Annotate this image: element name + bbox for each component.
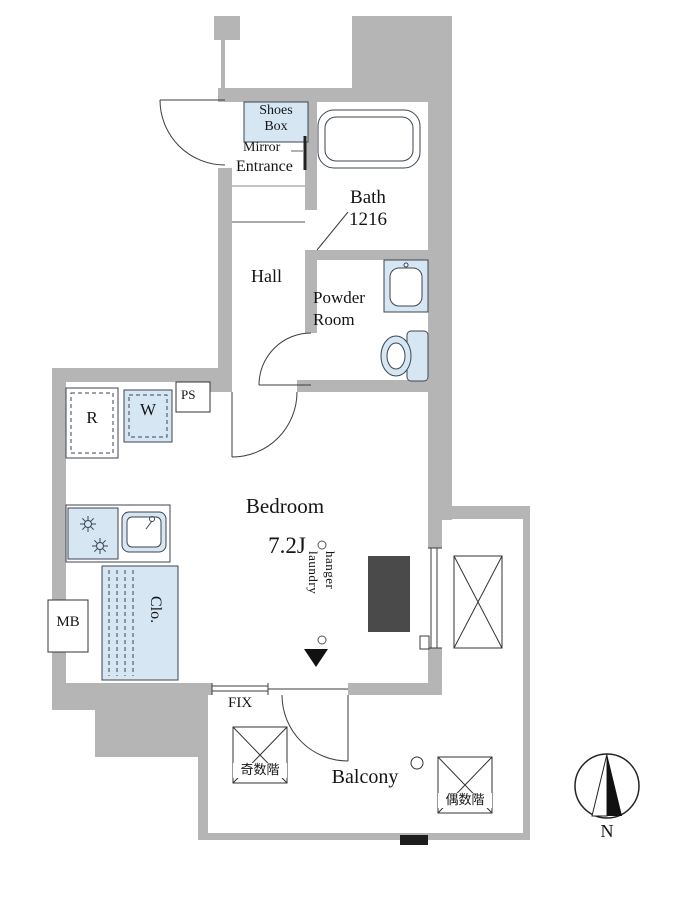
toilet xyxy=(380,330,429,382)
entrance-label: Entrance xyxy=(236,158,293,175)
mirror xyxy=(291,136,307,170)
powder-room-label: Powder Room xyxy=(313,288,365,330)
hatch-box-right xyxy=(453,555,503,649)
north-label: N xyxy=(600,821,614,841)
washbasin xyxy=(383,259,429,313)
pipe-space-label: PS xyxy=(181,387,196,402)
balcony-label: Balcony xyxy=(331,766,399,788)
kitchen-sink xyxy=(121,511,167,553)
washer-label: W xyxy=(139,400,157,419)
closet-label: Clo. xyxy=(146,596,164,624)
fix-window xyxy=(211,683,269,695)
bedroom-label: Bedroom xyxy=(245,494,325,518)
walls xyxy=(52,16,530,840)
stove xyxy=(67,507,119,560)
hall-door-arc xyxy=(231,391,298,458)
shoes-box-label: Shoes Box xyxy=(259,103,293,134)
stove-burner-icon xyxy=(91,537,109,555)
meter-box xyxy=(47,599,89,653)
shoes-box xyxy=(243,101,309,143)
stove-burner-icon xyxy=(79,515,97,533)
fix-window-label: FIX xyxy=(228,695,253,711)
even-floor-hatch-label: 偶数階 xyxy=(438,792,492,808)
refrigerator-label: R xyxy=(86,408,98,427)
bathtub xyxy=(317,109,421,169)
mirror-label: Mirror xyxy=(243,140,281,155)
bedroom-size-label: 7.2J xyxy=(268,533,306,558)
balcony-faucet-icon xyxy=(410,756,424,770)
balcony-door-arc xyxy=(268,688,349,762)
meter-box-label: MB xyxy=(56,614,80,630)
ps-box xyxy=(175,381,211,413)
north-arrow-icon xyxy=(574,753,640,819)
bath-door xyxy=(316,211,349,251)
column xyxy=(368,556,410,632)
hall-label: Hall xyxy=(251,266,282,286)
direction-triangle-icon xyxy=(304,649,328,667)
balcony-drain xyxy=(400,835,428,845)
entrance-door-arc xyxy=(159,99,226,166)
entrance-step-lines xyxy=(232,185,305,223)
window-latch xyxy=(419,635,430,650)
odd-floor-hatch-label: 奇数階 xyxy=(233,762,287,778)
powder-door-arc xyxy=(258,332,312,386)
laundry-hanger-label: laundry hanger xyxy=(305,551,338,595)
refrigerator-space xyxy=(65,387,119,459)
bath-label: Bath 1216 xyxy=(349,187,387,230)
closet xyxy=(101,565,179,681)
right-window xyxy=(419,547,442,650)
washing-machine-space xyxy=(123,389,173,443)
laundry-hook-icon xyxy=(317,540,327,645)
